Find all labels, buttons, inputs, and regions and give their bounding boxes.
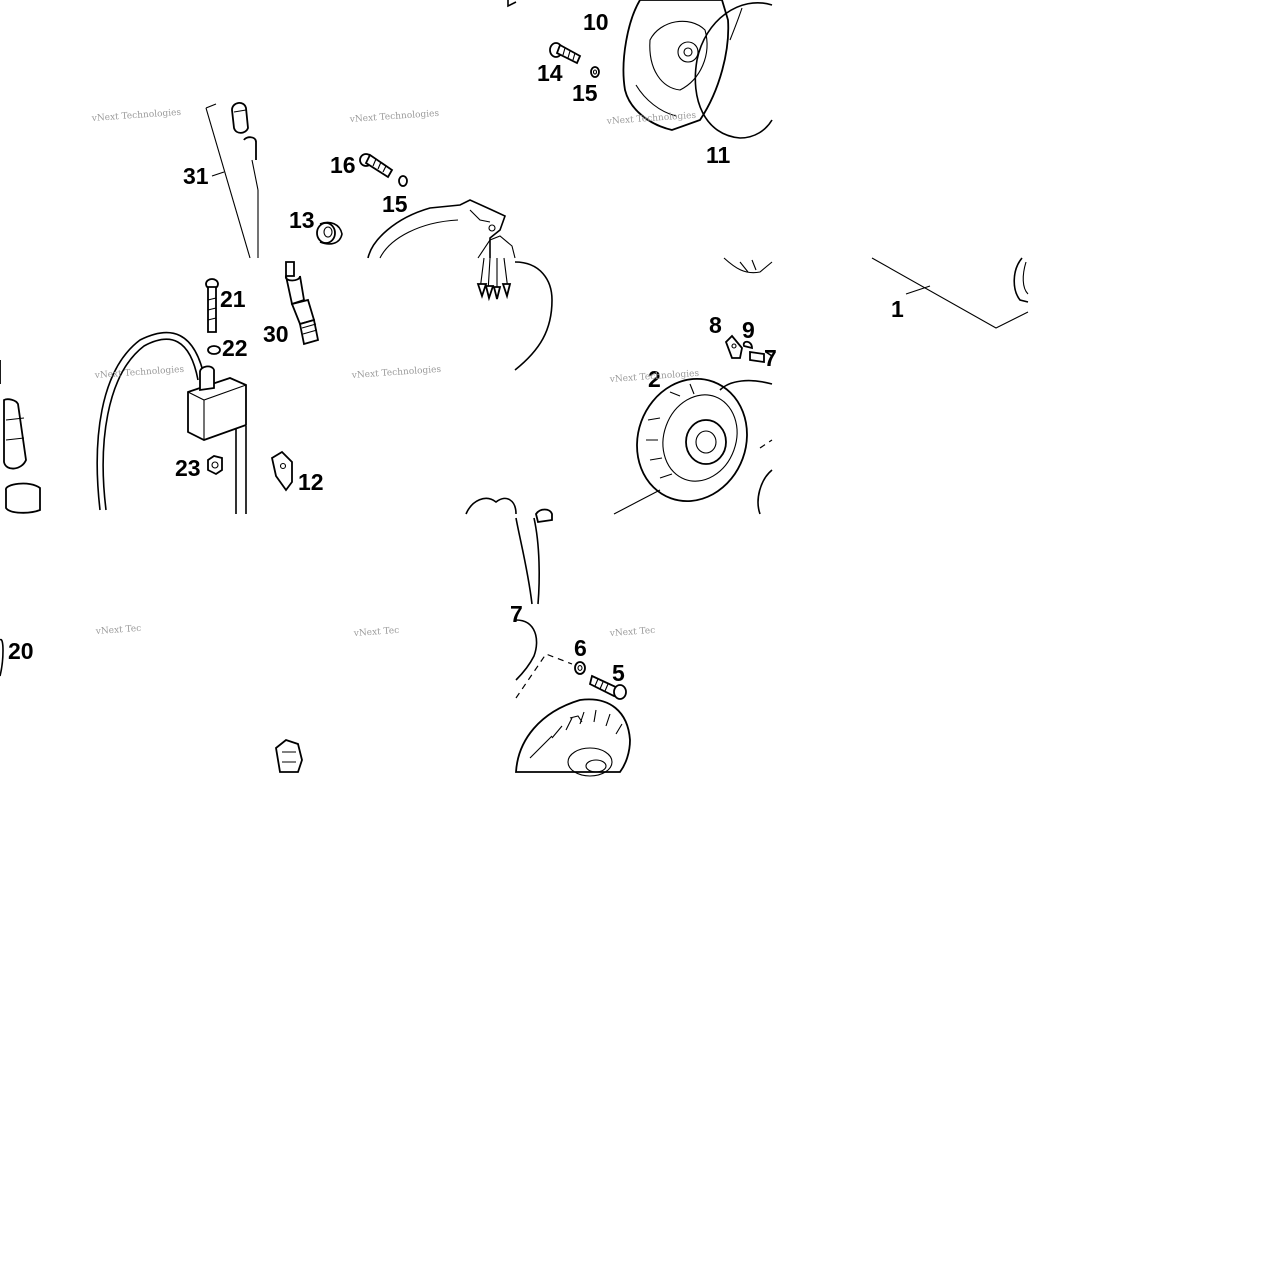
callout-5: 5 — [612, 660, 625, 686]
callout-21: 21 — [220, 286, 246, 312]
tile-stator-wires: 16 15 13 vNext Technologies — [289, 109, 553, 371]
ignition-coil — [187, 365, 247, 514]
tile-ignition-lead: 31 vNext Technologies — [91, 102, 259, 259]
washer-part-6 — [574, 661, 586, 675]
watermark: vNext Technologies — [94, 365, 185, 381]
gasket-ring-part-11 — [694, 2, 773, 139]
callout-9: 9 — [742, 317, 755, 343]
callout-20: 20 — [8, 638, 34, 664]
callout-7-bottom: 7 — [510, 601, 523, 627]
tile-flywheel: 7 6 5 vNext Tec — [465, 497, 656, 777]
grommet-part-13 — [316, 221, 343, 245]
washer-part-22 — [207, 345, 221, 355]
callout-14: 14 — [537, 60, 563, 86]
tile-stator-2: 8 9 7 2 vNext Technologies — [609, 257, 777, 515]
bracket-part-8 — [724, 334, 743, 359]
bolt-part-21 — [205, 278, 219, 333]
washer-part-15-top — [590, 66, 600, 78]
callout-31: 31 — [183, 163, 209, 189]
callout-15-top: 15 — [572, 80, 598, 106]
callout-15-center: 15 — [382, 191, 408, 217]
stator-part-2 — [613, 377, 773, 515]
callout-11: 11 — [706, 142, 731, 168]
callout-1: 1 — [891, 296, 904, 322]
callout-6: 6 — [574, 635, 587, 661]
callout-23: 23 — [175, 455, 201, 481]
tile-crankcase: 1 — [871, 257, 1029, 329]
nut-part-23 — [207, 455, 223, 476]
watermark: vNext Tec — [353, 626, 400, 639]
callout-7-top: 7 — [764, 345, 777, 371]
callout-12: 12 — [298, 469, 324, 495]
bolt-part-5 — [588, 674, 627, 700]
cover-plate-part-10 — [622, 0, 730, 131]
bolt-part-14 — [549, 42, 582, 65]
callout-22: 22 — [222, 335, 248, 361]
tile-bottom-center: vNext Tec — [275, 626, 400, 773]
callout-30: 30 — [263, 321, 289, 347]
tile-stator-cover: 10 14 15 11 vNext Technologies — [507, 0, 773, 168]
callout-10: 10 — [583, 9, 609, 35]
clip-part-bottom — [275, 738, 303, 773]
washer-part-15-center — [398, 175, 408, 187]
watermark: vNext Tec — [609, 626, 656, 639]
watermark: vNext Technologies — [91, 108, 182, 124]
flywheel-rotor — [515, 698, 631, 777]
tile-ignition-coil: 21 22 30 23 12 vNext Technologies vNext … — [0, 261, 442, 514]
tile-bottom-left: 20 vNext Tec — [0, 624, 142, 677]
spark-plug-part-30 — [285, 261, 320, 346]
callout-8: 8 — [709, 312, 722, 338]
callout-2: 2 — [648, 366, 661, 392]
watermark: vNext Technologies — [351, 365, 442, 381]
callout-16: 16 — [330, 152, 356, 178]
callout-13: 13 — [289, 207, 315, 233]
watermark: vNext Technologies — [349, 109, 440, 125]
watermark: vNext Tec — [95, 624, 142, 637]
clip-part-12 — [270, 450, 293, 492]
bolt-part-16 — [359, 153, 394, 179]
